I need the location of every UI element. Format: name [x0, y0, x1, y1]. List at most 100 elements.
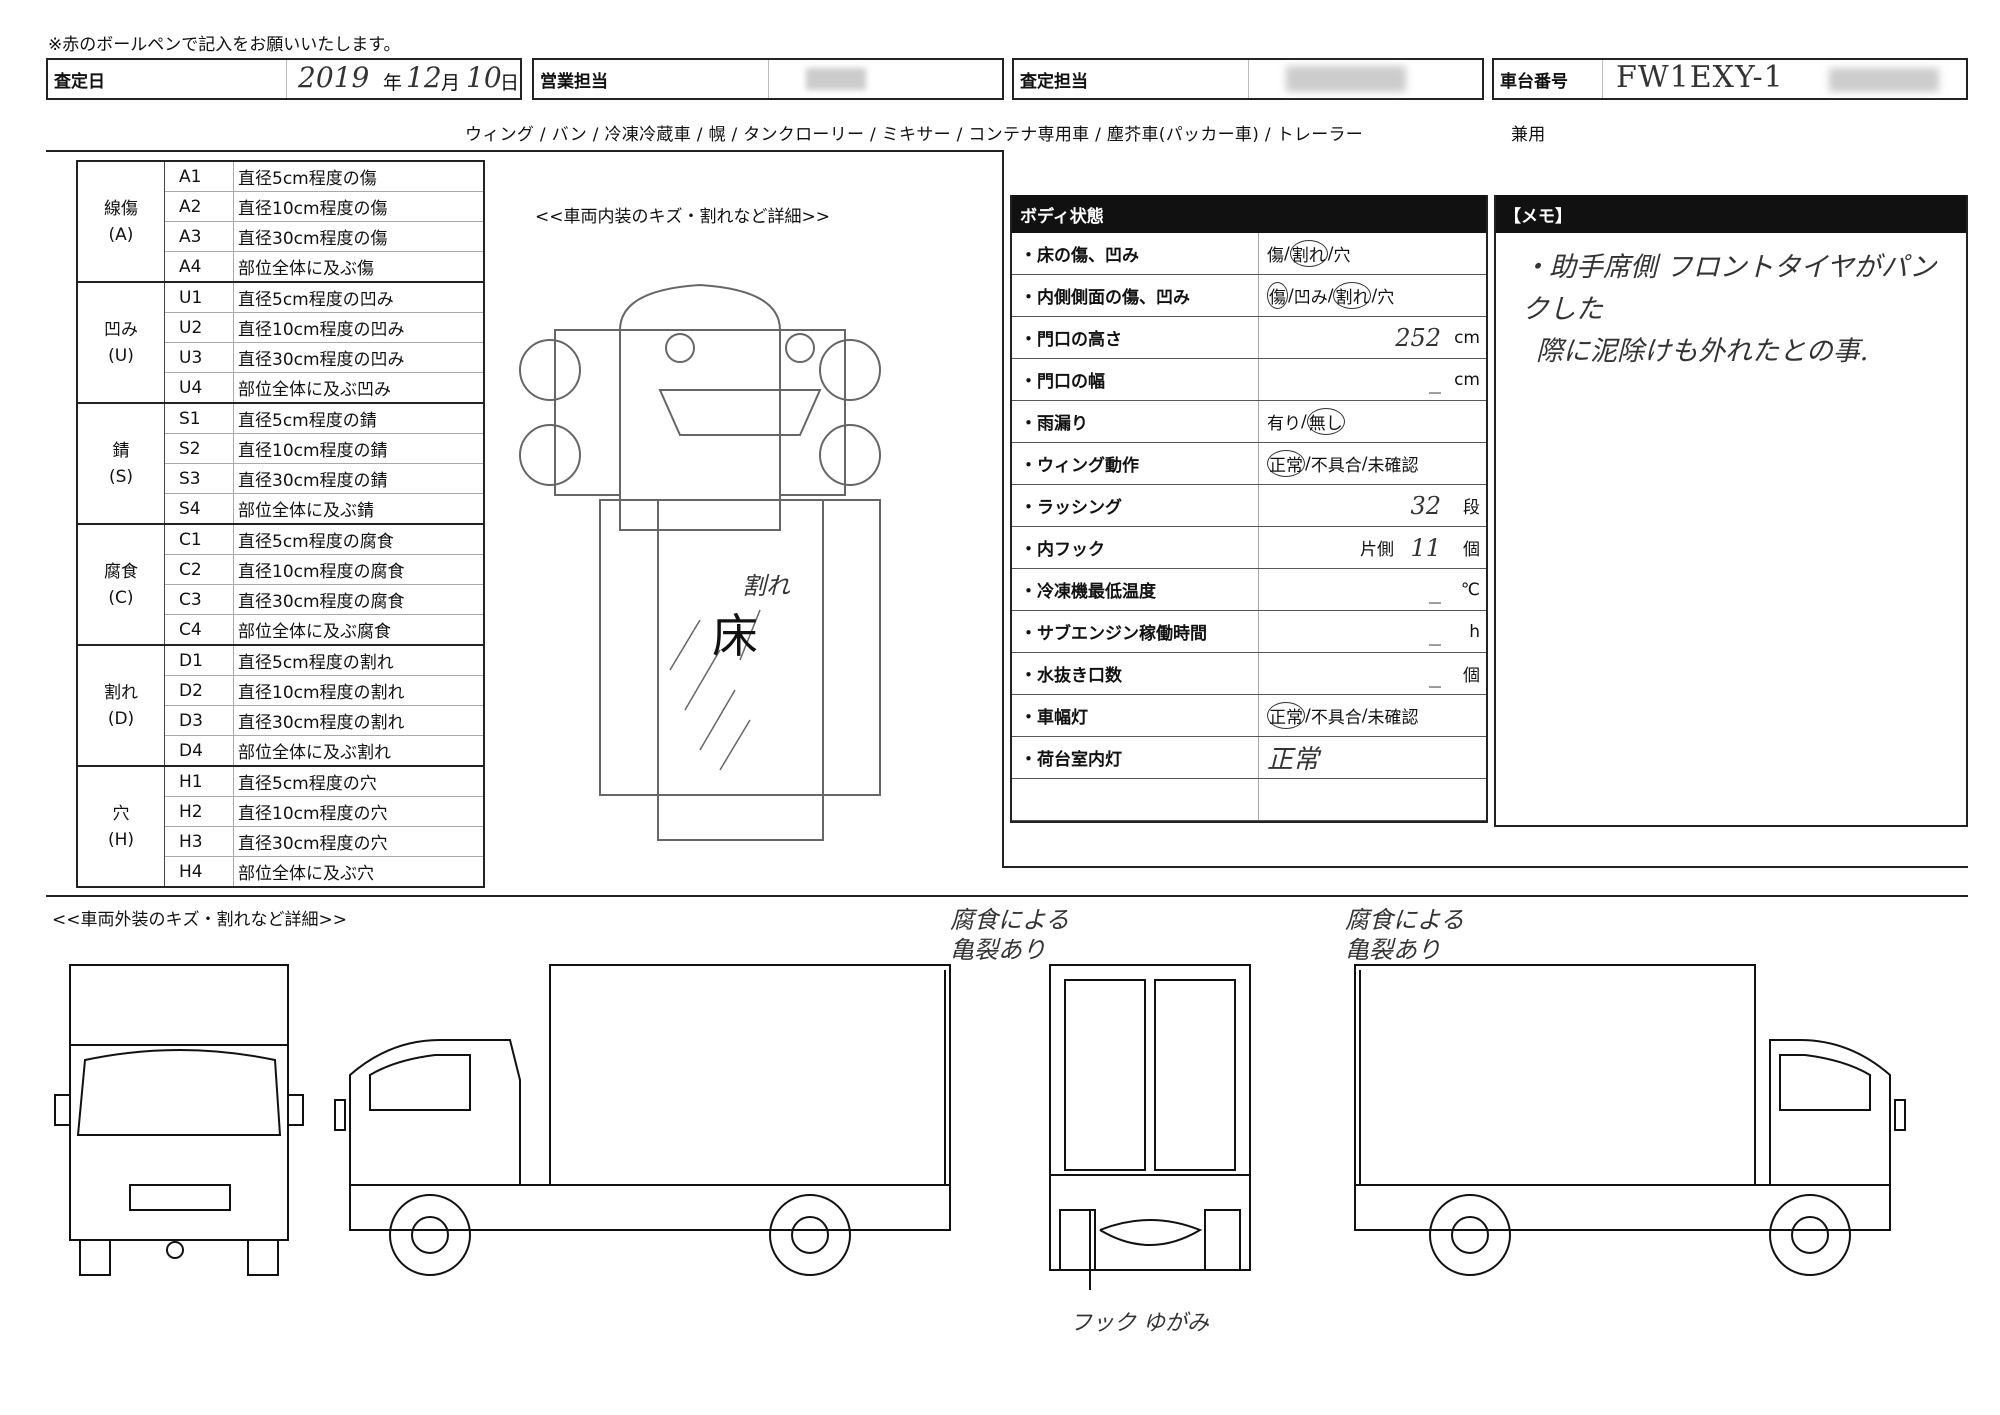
redacted-chassis-suffix — [1829, 68, 1939, 92]
section-divider — [46, 150, 1002, 152]
body-condition-option[interactable]: 割れ — [1289, 240, 1328, 267]
body-condition-row[interactable]: ・門口の幅_cm — [1012, 359, 1486, 401]
damage-code: D4 — [164, 735, 234, 767]
body-condition-option[interactable]: 無し — [1306, 408, 1345, 435]
damage-code-description: 部位全体に及ぶ割れ — [233, 735, 484, 767]
body-condition-value[interactable] — [1259, 779, 1486, 820]
memo-box[interactable]: 【メモ】 ・助手席側 フロントタイヤがパンクした 際に泥除けも外れたとの事. — [1494, 195, 1968, 827]
option-separator: / — [1327, 285, 1334, 306]
body-condition-label: ・車幅灯 — [1012, 695, 1259, 736]
body-condition-option[interactable]: 凹み — [1293, 288, 1328, 308]
option-separator: / — [1301, 411, 1307, 432]
interior-floor-label: 床 — [712, 609, 758, 663]
body-condition-row[interactable]: ・内側側面の傷、凹み傷 / 凹み / 割れ / 穴 — [1012, 275, 1486, 317]
damage-code: A3 — [164, 221, 234, 252]
body-condition-row[interactable]: ・車幅灯正常 / 不具合 / 未確認 — [1012, 695, 1486, 737]
assess-date-month-unit: 月 — [441, 72, 461, 94]
damage-group-symbol: (C) — [108, 587, 134, 608]
body-condition-handwritten-value: _ — [1429, 617, 1441, 646]
body-condition-option[interactable]: 穴 — [1333, 246, 1351, 266]
damage-code-description: 部位全体に及ぶ穴 — [233, 856, 484, 888]
body-condition-value[interactable]: 正常 — [1259, 737, 1486, 778]
damage-code-description: 直径5cm程度の穴 — [233, 765, 484, 797]
damage-code: C4 — [164, 614, 234, 646]
damage-code-description: 直径30cm程度の穴 — [233, 826, 484, 857]
damage-code: C1 — [164, 523, 234, 555]
redacted-assessor-name — [1286, 66, 1406, 92]
body-condition-option[interactable]: 不具合 — [1310, 708, 1362, 728]
body-condition-value[interactable]: _h — [1259, 611, 1486, 652]
body-condition-row[interactable]: ・冷凍機最低温度_℃ — [1012, 569, 1486, 611]
body-condition-label: ・内側側面の傷、凹み — [1012, 275, 1259, 316]
body-condition-row[interactable]: ・ウィング動作正常 / 不具合 / 未確認 — [1012, 443, 1486, 485]
body-condition-option[interactable]: 未確認 — [1367, 456, 1419, 476]
assess-date-box[interactable]: 査定日 2019 年 12 月 10 日 — [46, 58, 522, 100]
assessor-box[interactable]: 査定担当 — [1012, 58, 1484, 100]
body-condition-option[interactable]: 割れ — [1333, 282, 1372, 309]
body-condition-label: ・内フック — [1012, 527, 1259, 568]
body-condition-row[interactable]: ・サブエンジン稼働時間_h — [1012, 611, 1486, 653]
body-condition-option[interactable]: 傷 — [1267, 282, 1288, 309]
truck-interior-diagram[interactable] — [500, 270, 970, 850]
body-condition-row[interactable]: ・床の傷、凹み傷 / 割れ / 穴 — [1012, 233, 1486, 275]
body-condition-unit: cm — [1454, 369, 1480, 390]
body-condition-table: ボディ状態 ・床の傷、凹み傷 / 割れ / 穴・内側側面の傷、凹み傷 / 凹み … — [1010, 195, 1488, 823]
body-condition-row[interactable]: ・雨漏り有り / 無し — [1012, 401, 1486, 443]
body-condition-value[interactable]: 有り / 無し — [1259, 401, 1486, 442]
body-condition-option[interactable]: 不具合 — [1310, 456, 1362, 476]
body-condition-value[interactable]: 正常 / 不具合 / 未確認 — [1259, 695, 1486, 736]
body-condition-handwritten-value: 11 — [1410, 533, 1441, 562]
body-condition-prefix: 片側 — [1360, 540, 1394, 560]
body-condition-label: ・雨漏り — [1012, 401, 1259, 442]
body-condition-value[interactable]: 傷 / 割れ / 穴 — [1259, 233, 1486, 274]
body-condition-value[interactable]: _cm — [1259, 359, 1486, 400]
body-condition-value[interactable]: _個 — [1259, 653, 1486, 694]
body-condition-option[interactable]: 未確認 — [1367, 708, 1419, 728]
exterior-section-title: <<車両外装のキズ・割れなど詳細>> — [52, 910, 347, 930]
sales-rep-box[interactable]: 営業担当 — [532, 58, 1004, 100]
body-condition-handwritten-value: 252 — [1395, 323, 1441, 352]
damage-code: S1 — [164, 402, 234, 434]
body-condition-value[interactable]: _℃ — [1259, 569, 1486, 610]
option-separator: / — [1327, 243, 1334, 264]
body-condition-row[interactable]: ・荷台室内灯正常 — [1012, 737, 1486, 779]
body-condition-option[interactable]: 正常 — [1267, 702, 1305, 729]
body-condition-option[interactable]: 穴 — [1377, 288, 1395, 308]
vehicle-types-concurrent: 兼用 — [1511, 125, 1546, 145]
body-condition-value[interactable]: 正常 / 不具合 / 未確認 — [1259, 443, 1486, 484]
body-condition-row[interactable]: ・水抜き口数_個 — [1012, 653, 1486, 695]
body-condition-option[interactable]: 傷 — [1267, 246, 1284, 266]
chassis-number-box[interactable]: 車台番号 FW1EXY-1 — [1492, 58, 1968, 100]
assess-date-year: 2019 — [298, 61, 370, 94]
damage-code-description: 直径30cm程度の腐食 — [233, 584, 484, 615]
body-condition-unit: ℃ — [1460, 579, 1480, 600]
body-condition-label: ・ウィング動作 — [1012, 443, 1259, 484]
body-condition-option[interactable]: 正常 — [1267, 450, 1305, 477]
body-condition-row[interactable] — [1012, 779, 1486, 821]
damage-code-description: 直径10cm程度の穴 — [233, 796, 484, 827]
chassis-number-value: FW1EXY-1 — [1616, 60, 1784, 95]
damage-code: H3 — [164, 826, 234, 857]
body-condition-option[interactable]: 有り — [1267, 414, 1301, 434]
damage-code-description: 直径5cm程度の錆 — [233, 402, 484, 434]
body-condition-label: ・門口の高さ — [1012, 317, 1259, 358]
body-condition-value[interactable]: 傷 / 凹み / 割れ / 穴 — [1259, 275, 1486, 316]
damage-code-description: 直径30cm程度の錆 — [233, 463, 484, 494]
damage-code: S3 — [164, 463, 234, 494]
truck-exterior-diagram[interactable] — [50, 960, 1970, 1290]
